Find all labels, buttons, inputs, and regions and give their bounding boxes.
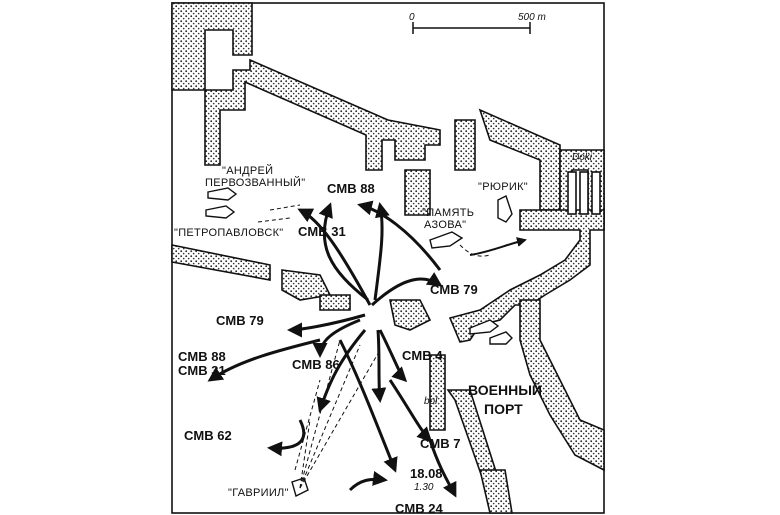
label-date: 18.08 xyxy=(410,466,443,481)
label-ryurik: "РЮРИК" xyxy=(478,181,528,193)
label-cmb31-left: CMB 31 xyxy=(178,363,226,378)
label-cmb88-left: CMB 88 xyxy=(178,349,226,364)
label-cmb4: CMB 4 xyxy=(402,348,443,363)
label-cmb86: CMB 86 xyxy=(292,357,340,372)
boat-tracks xyxy=(207,200,527,498)
label-andrei-pervozvanny-line1: "АНДРЕЙ xyxy=(222,164,273,177)
label-time: 1.30 xyxy=(414,482,434,493)
attack-lines xyxy=(257,204,381,489)
label-cmb79-left: CMB 79 xyxy=(216,313,264,328)
label-pamyat-azova-line1: "ПАМЯТЬ xyxy=(422,207,474,219)
label-cmb7: CMB 7 xyxy=(420,436,460,451)
label-cmb24: CMB 24 xyxy=(395,501,443,515)
label-cmb79-right: CMB 79 xyxy=(430,282,478,297)
label-cmb62: CMB 62 xyxy=(184,428,232,443)
dock-slips xyxy=(567,171,601,215)
label-andrei-pervozvanny-line2: ПЕРВОЗВАННЫЙ" xyxy=(205,176,305,189)
label-cmb88-top: CMB 88 xyxy=(327,181,375,196)
label-petropavlovsk: "ПЕТРОПАВЛОВСК" xyxy=(174,227,283,239)
scale-max-label: 500 m xyxy=(518,12,546,23)
label-naval-port-line1: ВОЕННЫЙ xyxy=(468,381,542,398)
label-boom: bol xyxy=(424,396,438,407)
quays xyxy=(171,2,605,514)
label-pamyat-azova-line2: АЗОВА" xyxy=(424,219,466,231)
label-gavriil: "ГАВРИИЛ" xyxy=(228,487,289,499)
label-naval-port-line2: ПОРТ xyxy=(484,401,523,417)
scale-bar: 0 500 m xyxy=(409,12,546,34)
docks-label: Doki xyxy=(572,152,593,163)
anchored-ships xyxy=(205,187,513,498)
scale-zero-label: 0 xyxy=(409,12,415,23)
label-cmb31-top: CMB 31 xyxy=(298,224,346,239)
